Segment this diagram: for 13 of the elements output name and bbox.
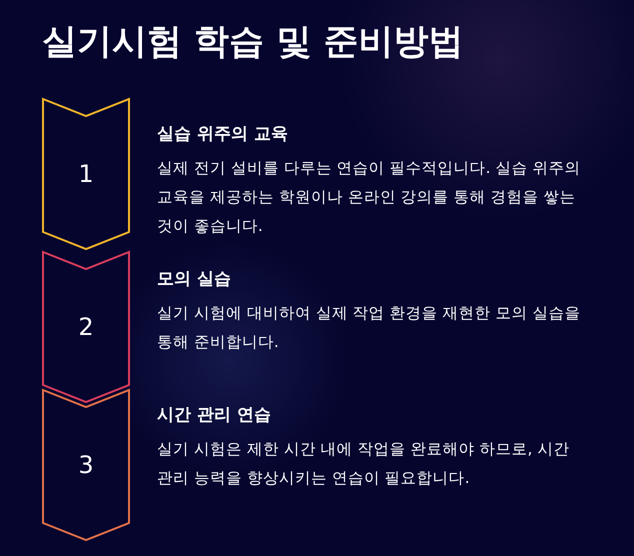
step-heading: 실습 위주의 교육 <box>157 123 288 145</box>
step-number: 3 <box>77 451 95 479</box>
step-description: 실제 전기 설비를 다루는 연습이 필수적입니다. 실습 위주의 교육을 제공하는 학원이나 온라인 강의를 통해 경험을 쌓는 것이 좋습니다. <box>157 158 582 237</box>
title: 실기시험 학습 및 준비방법 <box>42 21 464 64</box>
step-heading: 시간 관리 연습 <box>157 404 271 426</box>
step-number: 1 <box>77 160 95 188</box>
chevron-step <box>42 389 130 541</box>
step-heading: 모의 실습 <box>157 268 231 290</box>
step-description: 실기 시험에 대비하여 실제 작업 환경을 재현한 모의 실습을 통해 준비합니다. <box>157 303 582 353</box>
chevron-step <box>42 98 130 250</box>
step-number: 2 <box>77 313 95 341</box>
chevron-step <box>42 251 130 403</box>
step-description: 실기 시험은 제한 시간 내에 작업을 완료해야 하므로, 시간 관리 능력을 향상시키는 연습이 필요합니다. <box>157 439 570 489</box>
